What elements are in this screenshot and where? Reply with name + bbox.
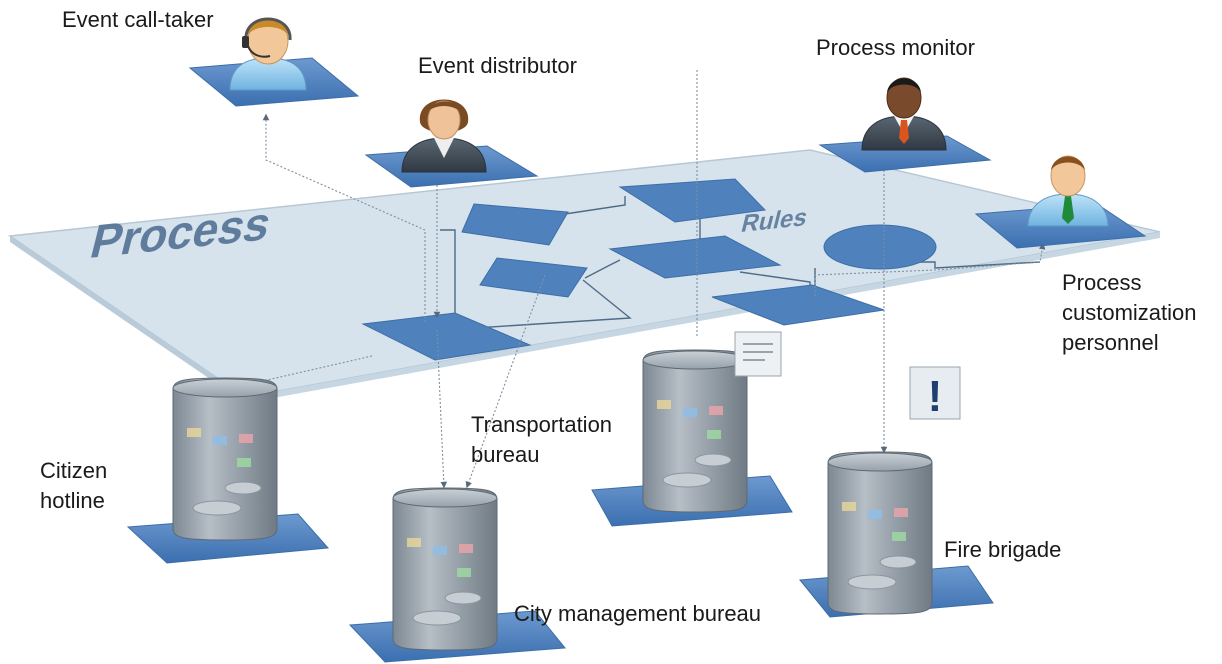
event-distributor-avatar [401, 99, 487, 173]
label-city-management-bureau: City management bureau [514, 601, 762, 626]
label-line: hotline [40, 488, 105, 513]
alert-glyph: ! [928, 372, 943, 421]
connector-lines [252, 70, 1046, 489]
server-citizen-hotline [172, 377, 278, 541]
label-event-distributor: Event distributor [418, 53, 577, 78]
label-line: Process [1062, 270, 1142, 295]
document-icon [734, 331, 782, 377]
server-icon [827, 451, 933, 615]
server-icon [172, 377, 278, 541]
label-line: Transportation [471, 412, 613, 437]
process-step-shape [618, 178, 767, 223]
customization-personnel-avatar [1027, 155, 1109, 227]
decision-shape [479, 257, 588, 298]
label-line: customization [1062, 300, 1197, 325]
label-process-customization-personnel: Process customization personnel [1062, 268, 1197, 358]
headset-icon [244, 17, 292, 41]
process-monitor-avatar [861, 77, 947, 151]
label-transportation-bureau: Transportation bureau [471, 410, 612, 470]
event-call-taker-avatar [229, 17, 307, 91]
server-transportation [642, 349, 748, 513]
label-citizen-hotline: Citizen hotline [40, 456, 107, 516]
server-fire-brigade [827, 451, 933, 615]
label-line: Citizen [40, 458, 108, 483]
decision-shape [461, 203, 569, 246]
process-shapes [361, 178, 937, 361]
server-icon [642, 349, 748, 513]
server-city-management [392, 487, 498, 651]
process-plane [7, 149, 1161, 403]
alert-icon: ! [909, 366, 961, 421]
process-step-shape [361, 312, 532, 361]
event-shape [823, 224, 937, 270]
server-icon [392, 487, 498, 651]
label-event-call-taker: Event call-taker [62, 7, 214, 32]
label-process-monitor: Process monitor [816, 35, 975, 60]
process-step-shape [608, 235, 782, 279]
label-fire-brigade: Fire brigade [944, 537, 1062, 562]
label-line: personnel [1062, 330, 1159, 355]
label-line: bureau [471, 442, 540, 467]
